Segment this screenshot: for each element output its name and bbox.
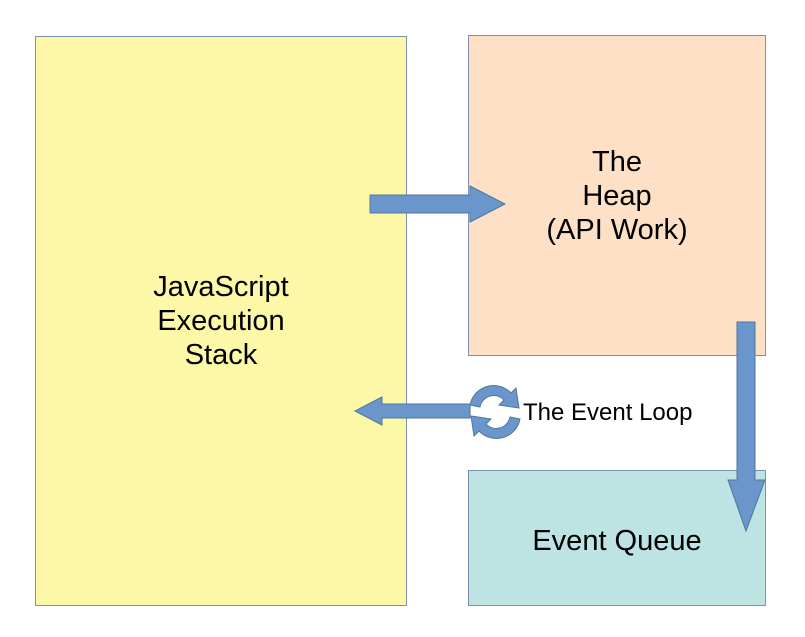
event-queue-box: Event Queue bbox=[468, 470, 766, 606]
queue-label: Event Queue bbox=[532, 525, 702, 557]
refresh-cycle-icon bbox=[469, 385, 521, 439]
heap-box: The Heap (API Work) bbox=[468, 35, 766, 356]
stack-label: JavaScript Execution Stack bbox=[153, 271, 289, 371]
javascript-execution-stack-box: JavaScript Execution Stack bbox=[35, 36, 407, 606]
heap-label: The Heap (API Work) bbox=[546, 145, 688, 246]
event-loop-label: The Event Loop bbox=[523, 399, 693, 426]
